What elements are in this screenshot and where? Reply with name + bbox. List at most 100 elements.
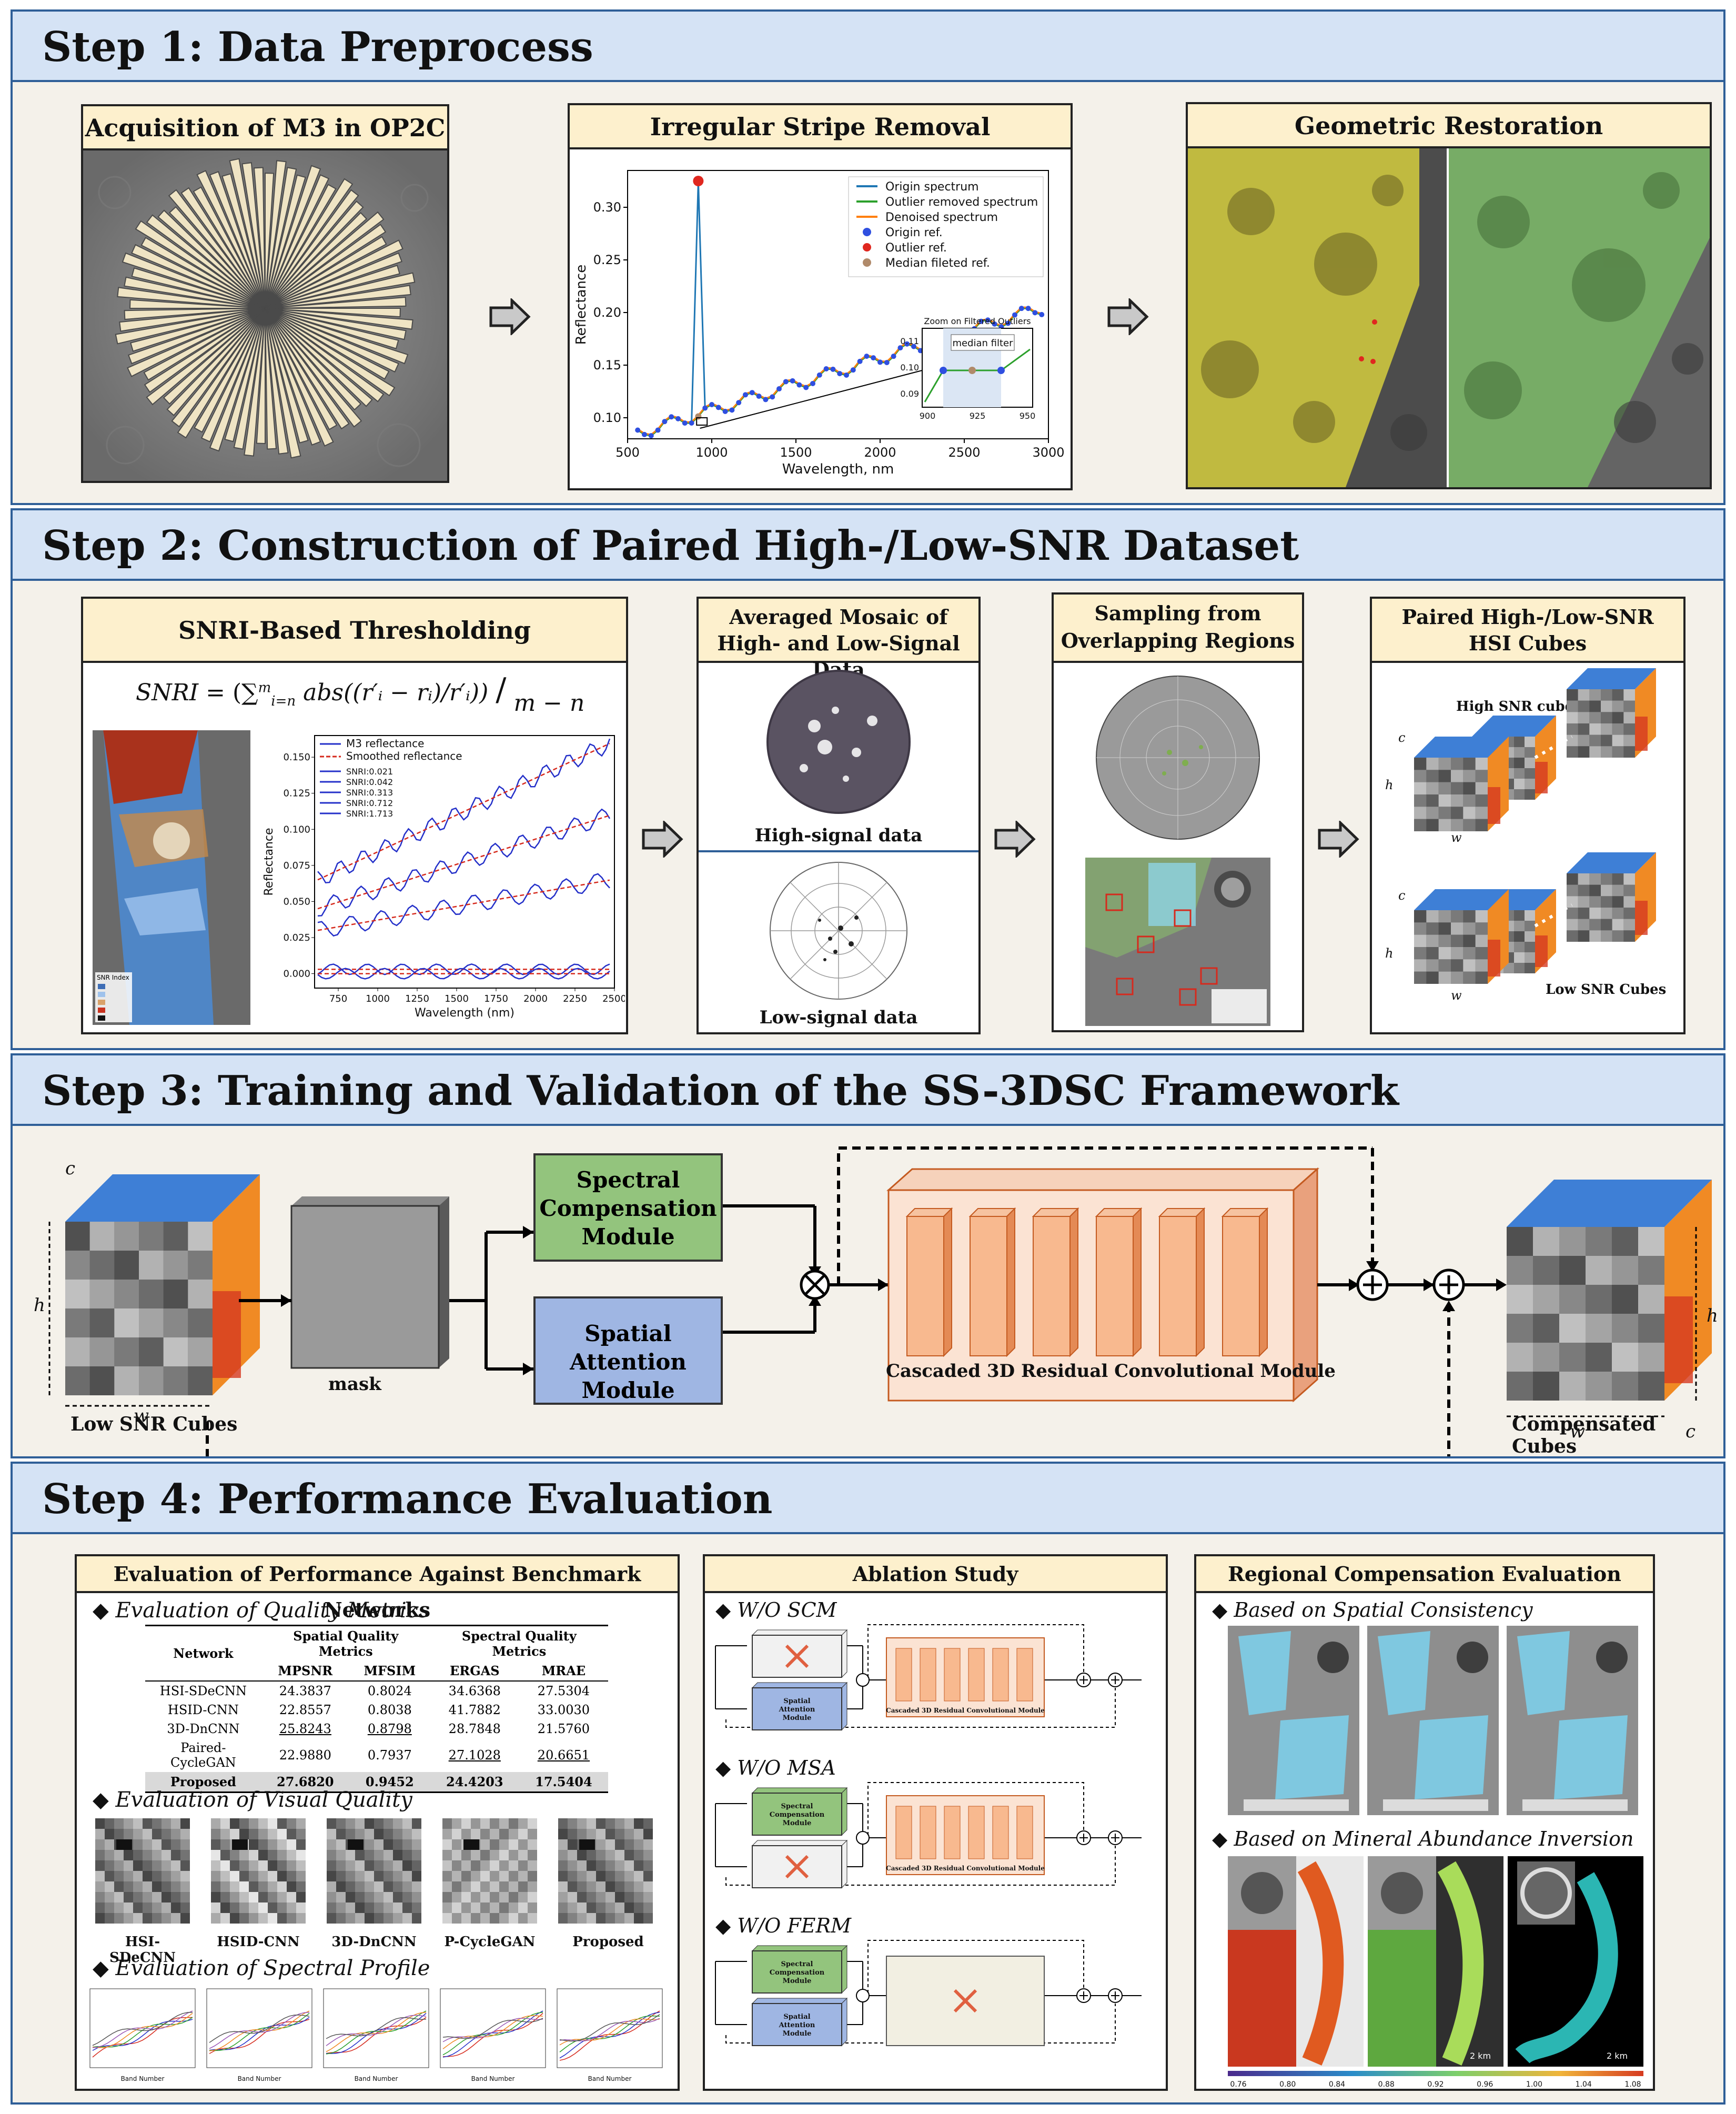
cube-top xyxy=(65,1174,260,1222)
ablation-scm-top xyxy=(751,1945,848,1951)
thumb-pixel xyxy=(327,1902,336,1913)
thumb-pixel xyxy=(277,1871,287,1881)
thumb-pixel xyxy=(490,1871,499,1881)
cube-pixel xyxy=(1463,758,1476,770)
thumb-pixel xyxy=(577,1913,587,1924)
cube-pixel xyxy=(1426,959,1439,972)
thumb-pixel xyxy=(605,1829,615,1839)
origin-ref-point xyxy=(702,405,708,411)
thumb-pixel xyxy=(577,1818,587,1829)
thumb-pixel xyxy=(615,1818,624,1829)
cube-pixel xyxy=(1589,700,1601,712)
coverage-wedge xyxy=(265,174,330,309)
y-tick-label: 0.15 xyxy=(593,358,621,373)
crm-layer xyxy=(906,1216,944,1356)
legend-label: M3 reflectance xyxy=(346,737,424,750)
cube-pixel xyxy=(89,1280,115,1308)
cube-pixel xyxy=(1426,922,1439,935)
arrow-right-icon xyxy=(1318,821,1359,858)
group-spectral: Spectral Quality Metrics xyxy=(430,1625,608,1661)
thumb-pixel xyxy=(558,1829,568,1839)
legend-label: SNRI:0.712 xyxy=(346,798,393,808)
coverage-wedge xyxy=(200,308,266,442)
cube-pixel xyxy=(188,1280,213,1308)
thumb-pixel xyxy=(605,1850,615,1860)
origin-ref-point xyxy=(729,407,735,413)
thumb-pixel xyxy=(605,1902,615,1913)
axis-label: w xyxy=(1451,988,1462,1003)
thumb-pixel xyxy=(124,1881,133,1892)
y-tick-label: 0.075 xyxy=(283,860,310,871)
cube-pixel xyxy=(1514,942,1525,952)
thumb-pixel xyxy=(577,1892,587,1902)
ablation-removed-box-side xyxy=(841,1839,847,1889)
origin-ref-point xyxy=(844,373,849,378)
thumb-pixel xyxy=(124,1829,133,1839)
cube-pixel xyxy=(1612,712,1624,723)
coverage-wedge xyxy=(265,308,399,349)
coverage-wedge xyxy=(163,308,266,405)
origin-ref-point xyxy=(722,408,728,414)
thumb-pixel xyxy=(490,1860,499,1871)
thumb-pixel xyxy=(277,1881,287,1892)
thumb-pixel xyxy=(327,1860,336,1871)
coverage-wedge xyxy=(196,170,266,309)
coverage-wedge xyxy=(171,308,266,428)
thumb-pixel xyxy=(105,1818,114,1829)
thumb-pixel xyxy=(402,1871,412,1881)
x-tick-label: 3000 xyxy=(1032,445,1064,460)
thumb-pixel xyxy=(230,1902,239,1913)
cube-pixel xyxy=(1463,819,1476,831)
profile-xlabel: Band Number xyxy=(355,2075,398,2082)
profile-frame xyxy=(323,1988,429,2068)
thumb-pixel xyxy=(268,1839,277,1850)
colorbar-tick-label: 1.08 xyxy=(1624,2080,1641,2088)
axis-h-label: h xyxy=(1707,1305,1718,1326)
arrow-head xyxy=(523,1226,533,1239)
thumb-pixel xyxy=(287,1829,296,1839)
thumb-pixel xyxy=(605,1892,615,1902)
cube-pixel xyxy=(1525,789,1535,800)
thumb-pixel xyxy=(143,1871,152,1881)
axis-w-label: w xyxy=(134,1405,149,1426)
thumb-pixel xyxy=(624,1892,634,1902)
coverage-wedge xyxy=(124,276,266,309)
cube-pixel xyxy=(1623,689,1635,701)
thumb-pixel xyxy=(296,1829,306,1839)
thumb-pixel xyxy=(596,1850,605,1860)
thumb-pixel xyxy=(287,1892,296,1902)
coverage-wedge xyxy=(265,178,354,309)
thumb-pixel xyxy=(596,1829,605,1839)
cube-pixel xyxy=(1507,1256,1533,1285)
cube-pixel xyxy=(1525,963,1535,973)
step3-title: Step 3: Training and Validation of the S… xyxy=(42,1067,1399,1115)
thumb-pixel xyxy=(461,1850,471,1860)
thumb-pixel xyxy=(587,1871,596,1881)
cube-pixel xyxy=(1475,910,1488,923)
thumb-pixel xyxy=(355,1818,365,1829)
thumb-pixel xyxy=(490,1829,499,1839)
cube-pixel xyxy=(1463,922,1476,935)
thumb-pixel xyxy=(220,1871,230,1881)
thumb-pixel xyxy=(239,1871,249,1881)
cube-pixel xyxy=(1414,782,1427,794)
thumb-pixel xyxy=(296,1850,306,1860)
cube-pixel xyxy=(1589,689,1601,701)
thumb-pixel xyxy=(568,1839,577,1850)
coverage-wedge xyxy=(140,237,266,309)
x-tick-label: 1500 xyxy=(780,445,812,460)
origin-ref-point xyxy=(897,345,903,351)
thumb-pixel xyxy=(124,1892,133,1902)
arrow-head xyxy=(878,1279,889,1291)
profile-line xyxy=(559,2014,660,2042)
thumb-pixel xyxy=(393,1871,402,1881)
coverage-wedge xyxy=(244,308,266,457)
thumb-pixel xyxy=(171,1902,180,1913)
cube-pixel xyxy=(1463,971,1476,984)
thumb-pixel xyxy=(461,1818,471,1829)
acquisition-panel: Acquisition of M3 in OP2C xyxy=(81,104,449,483)
input-cubes-label: Low SNR Cubes xyxy=(70,1413,238,1435)
thumb-pixel xyxy=(624,1860,634,1871)
cube-pixel xyxy=(1586,1256,1612,1285)
